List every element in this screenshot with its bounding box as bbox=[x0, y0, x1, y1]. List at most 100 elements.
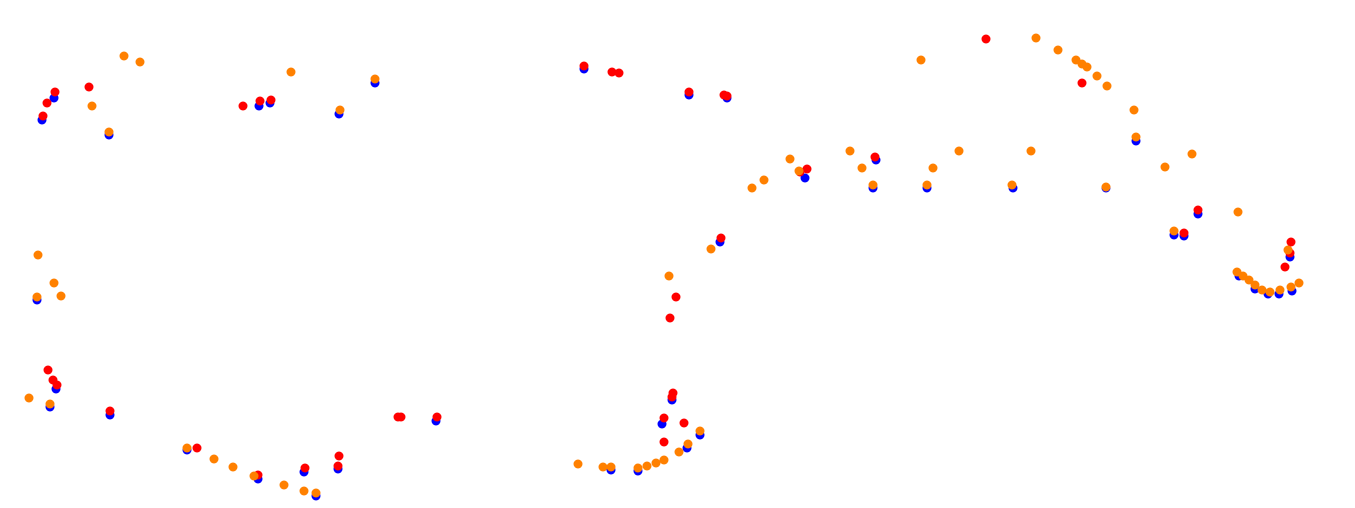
point-orange-29 bbox=[695, 426, 705, 436]
point-orange-7 bbox=[33, 250, 43, 260]
point-orange-54 bbox=[1131, 132, 1141, 142]
point-red-3 bbox=[84, 82, 94, 92]
point-orange-35 bbox=[794, 166, 804, 176]
point-orange-58 bbox=[1233, 207, 1243, 217]
point-red-38 bbox=[1193, 205, 1203, 215]
point-red-6 bbox=[266, 95, 276, 105]
point-orange-21 bbox=[598, 462, 608, 472]
point-orange-63 bbox=[1257, 285, 1267, 295]
point-orange-3 bbox=[104, 127, 114, 137]
point-orange-4 bbox=[286, 67, 296, 77]
point-red-9 bbox=[614, 68, 624, 78]
point-red-27 bbox=[667, 392, 677, 402]
point-orange-47 bbox=[1053, 45, 1063, 55]
point-orange-57 bbox=[1169, 226, 1179, 236]
point-orange-41 bbox=[954, 146, 964, 156]
point-red-30 bbox=[665, 313, 675, 323]
point-orange-10 bbox=[56, 291, 66, 301]
point-red-10 bbox=[684, 87, 694, 97]
point-orange-67 bbox=[1294, 278, 1304, 288]
point-orange-30 bbox=[664, 271, 674, 281]
point-red-28 bbox=[679, 418, 689, 428]
point-orange-46 bbox=[1031, 33, 1041, 43]
point-orange-55 bbox=[1160, 162, 1170, 172]
point-orange-15 bbox=[228, 462, 238, 472]
point-red-1 bbox=[42, 98, 52, 108]
series-blue bbox=[32, 64, 1297, 501]
point-red-5 bbox=[255, 96, 265, 106]
point-red-0 bbox=[38, 111, 48, 121]
point-orange-5 bbox=[335, 105, 345, 115]
point-red-19 bbox=[300, 463, 310, 473]
point-red-23 bbox=[396, 412, 406, 422]
point-orange-65 bbox=[1275, 285, 1285, 295]
point-red-12 bbox=[722, 91, 732, 101]
point-red-32 bbox=[716, 233, 726, 243]
point-orange-52 bbox=[1102, 81, 1112, 91]
series-orange bbox=[24, 33, 1304, 498]
point-orange-53 bbox=[1129, 105, 1139, 115]
point-red-16 bbox=[105, 406, 115, 416]
point-red-36 bbox=[981, 34, 991, 44]
point-orange-50 bbox=[1082, 62, 1092, 72]
point-orange-42 bbox=[1007, 180, 1017, 190]
point-orange-25 bbox=[651, 458, 661, 468]
point-orange-68 bbox=[1283, 245, 1293, 255]
point-orange-23 bbox=[633, 463, 643, 473]
point-red-8 bbox=[607, 67, 617, 77]
point-orange-44 bbox=[1101, 182, 1111, 192]
point-orange-37 bbox=[857, 163, 867, 173]
point-orange-43 bbox=[1026, 146, 1036, 156]
point-red-21 bbox=[333, 461, 343, 471]
point-red-15 bbox=[52, 380, 62, 390]
point-orange-28 bbox=[683, 439, 693, 449]
point-red-37 bbox=[1077, 78, 1087, 88]
point-red-39 bbox=[1179, 228, 1189, 238]
point-orange-9 bbox=[32, 292, 42, 302]
point-orange-6 bbox=[370, 74, 380, 84]
point-orange-34 bbox=[785, 154, 795, 164]
point-orange-31 bbox=[706, 244, 716, 254]
point-orange-8 bbox=[49, 278, 59, 288]
point-orange-18 bbox=[299, 486, 309, 496]
point-orange-27 bbox=[674, 447, 684, 457]
point-orange-19 bbox=[311, 488, 321, 498]
point-orange-39 bbox=[928, 163, 938, 173]
point-orange-45 bbox=[916, 55, 926, 65]
point-red-4 bbox=[238, 101, 248, 111]
point-orange-2 bbox=[87, 101, 97, 111]
point-orange-1 bbox=[135, 57, 145, 67]
point-orange-20 bbox=[573, 459, 583, 469]
point-orange-56 bbox=[1187, 149, 1197, 159]
point-orange-32 bbox=[747, 183, 757, 193]
point-orange-64 bbox=[1265, 287, 1275, 297]
point-orange-24 bbox=[642, 461, 652, 471]
point-orange-16 bbox=[249, 471, 259, 481]
point-orange-66 bbox=[1286, 282, 1296, 292]
point-red-24 bbox=[432, 412, 442, 422]
point-blue-27 bbox=[800, 173, 810, 183]
point-orange-38 bbox=[868, 180, 878, 190]
point-red-25 bbox=[659, 413, 669, 423]
point-orange-36 bbox=[845, 146, 855, 156]
point-orange-11 bbox=[24, 393, 34, 403]
point-red-40 bbox=[1280, 262, 1290, 272]
point-orange-0 bbox=[119, 51, 129, 61]
point-orange-22 bbox=[606, 462, 616, 472]
point-red-2 bbox=[50, 87, 60, 97]
point-orange-62 bbox=[1250, 280, 1260, 290]
point-orange-17 bbox=[279, 480, 289, 490]
point-orange-40 bbox=[922, 180, 932, 190]
point-orange-61 bbox=[1244, 275, 1254, 285]
point-red-34 bbox=[802, 164, 812, 174]
point-red-29 bbox=[659, 437, 669, 447]
point-red-41 bbox=[1286, 237, 1296, 247]
point-red-35 bbox=[870, 152, 880, 162]
point-red-31 bbox=[671, 292, 681, 302]
point-red-13 bbox=[43, 365, 53, 375]
point-red-17 bbox=[192, 443, 202, 453]
series-red bbox=[38, 34, 1296, 480]
point-orange-13 bbox=[182, 443, 192, 453]
